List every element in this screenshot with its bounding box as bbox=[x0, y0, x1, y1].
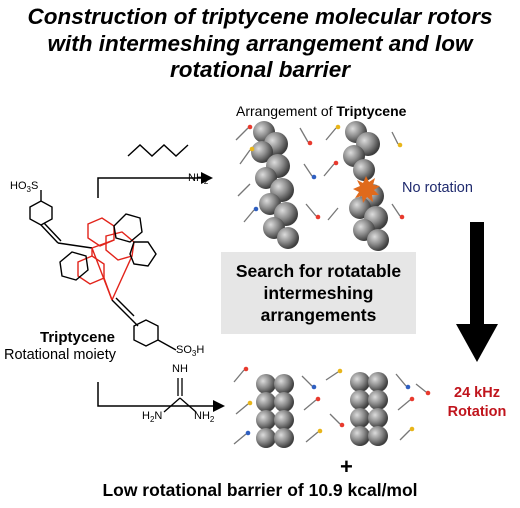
guanidine-nh2-label: NH2 bbox=[194, 410, 215, 425]
upper-packing-image bbox=[235, 121, 405, 251]
no-rotation-label: No rotation bbox=[402, 180, 473, 196]
big-down-arrow bbox=[456, 222, 498, 362]
search-line-2: intermeshing bbox=[263, 283, 374, 303]
search-line-3: arrangements bbox=[260, 305, 377, 325]
search-text: Search for rotatable intermeshing arrang… bbox=[236, 260, 401, 326]
clash-starburst bbox=[353, 176, 380, 203]
title-line-3: rotational barrier bbox=[169, 57, 351, 82]
arrangement-bold: Triptycene bbox=[336, 103, 407, 119]
triptycene-molecule bbox=[29, 190, 177, 351]
title-line-1: Construction of triptycene molecular rot… bbox=[27, 4, 493, 29]
arrangement-label: Arrangement of Triptycene bbox=[236, 103, 406, 119]
rotation-line-2: Rotation bbox=[447, 404, 507, 420]
search-line-1: Search for rotatable bbox=[235, 261, 402, 281]
rotation-line-1: 24 kHz bbox=[454, 385, 500, 401]
upper-sticks bbox=[235, 124, 405, 223]
pentylamine-chain bbox=[127, 144, 189, 157]
arrangement-prefix: Arrangement of bbox=[236, 103, 337, 119]
lower-reaction-arrow bbox=[97, 378, 225, 413]
ho3s-label: HO3S bbox=[10, 180, 39, 195]
lower-column-right bbox=[350, 372, 388, 446]
triptycene-label: Triptycene bbox=[40, 329, 116, 346]
so3h-label: SO3H bbox=[176, 344, 205, 359]
lower-sticks bbox=[233, 366, 431, 445]
figure-title: Construction of triptycene molecular rot… bbox=[0, 4, 520, 84]
lower-column-left bbox=[256, 374, 294, 448]
upper-reaction-arrow bbox=[97, 144, 213, 198]
upper-column-left bbox=[251, 121, 299, 249]
plus-sign: + bbox=[340, 454, 353, 479]
guanidine-h2n-label: H2N bbox=[142, 410, 163, 425]
rotational-moiety-label: Rotational moiety bbox=[4, 347, 117, 363]
lower-packing-image bbox=[233, 366, 431, 448]
search-box: Search for rotatable intermeshing arrang… bbox=[221, 252, 416, 334]
bottom-conclusion: Low rotational barrier of 10.9 kcal/mol bbox=[102, 480, 418, 500]
guanidine-nh-label: NH bbox=[172, 363, 188, 375]
amine-label: NH2 bbox=[188, 172, 209, 187]
title-line-2: with intermeshing arrangement and low bbox=[47, 30, 473, 56]
rotation-rate-label: 24 kHz Rotation bbox=[440, 384, 514, 422]
